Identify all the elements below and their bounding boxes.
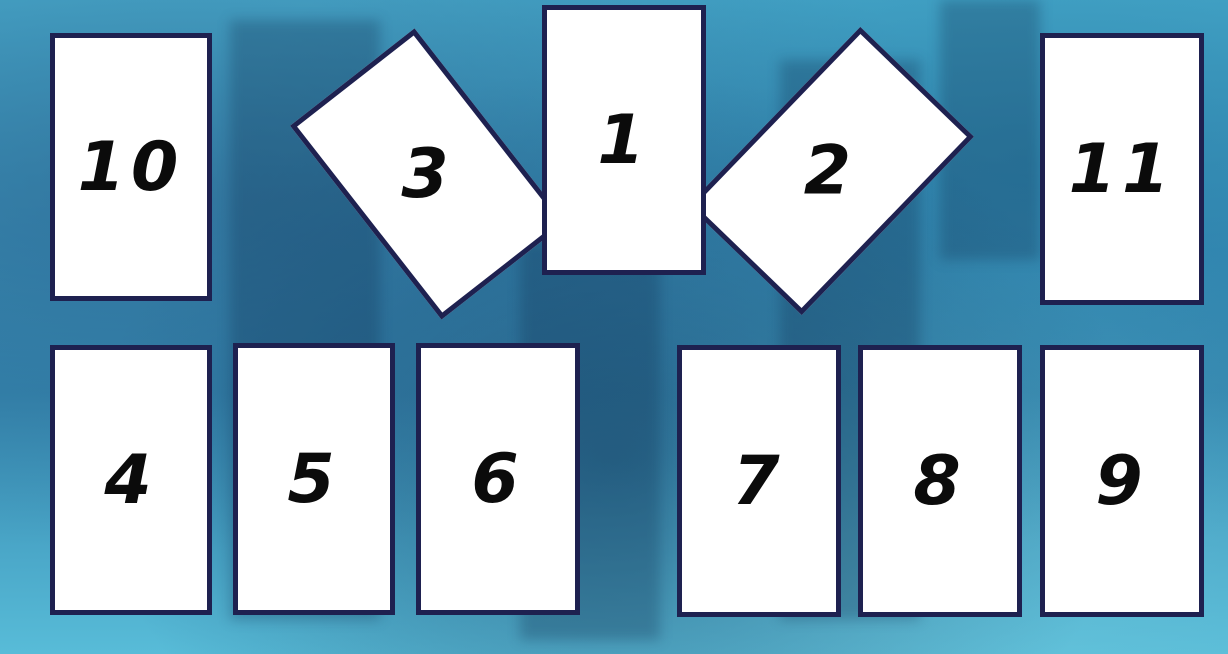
card-1[interactable]: 1 <box>542 5 706 275</box>
card-label: 7 <box>732 442 785 521</box>
card-11[interactable]: 11 <box>1040 33 1204 305</box>
card-label: 4 <box>104 441 157 520</box>
card-4[interactable]: 4 <box>50 345 212 615</box>
card-label: 8 <box>913 442 966 521</box>
card-label: 1 <box>597 101 650 180</box>
card-9[interactable]: 9 <box>1040 345 1204 617</box>
card-8[interactable]: 8 <box>858 345 1022 617</box>
card-5[interactable]: 5 <box>233 343 395 615</box>
card-label: 2 <box>804 131 857 210</box>
card-label: 10 <box>78 128 185 207</box>
card-label: 5 <box>287 440 340 519</box>
card-label: 6 <box>471 440 524 519</box>
card-label: 9 <box>1095 442 1148 521</box>
card-7[interactable]: 7 <box>677 345 841 617</box>
card-label: 3 <box>401 135 454 214</box>
card-label: 11 <box>1069 130 1176 209</box>
card-10[interactable]: 10 <box>50 33 212 301</box>
card-6[interactable]: 6 <box>416 343 580 615</box>
